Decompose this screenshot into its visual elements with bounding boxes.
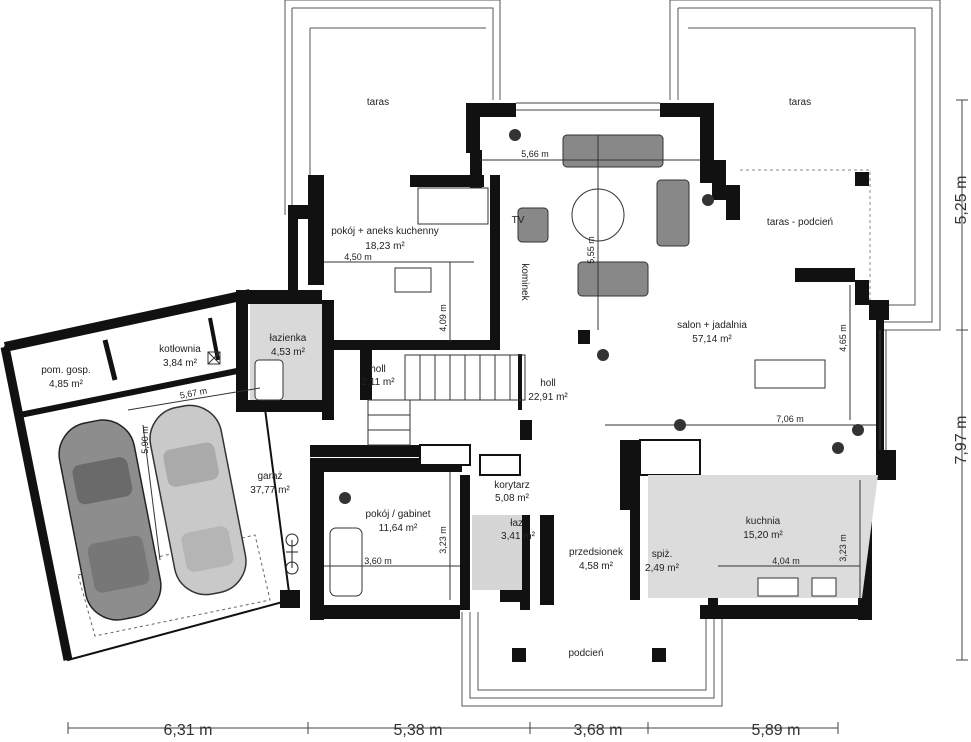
dim-323a: 3,23 m [438,526,448,554]
label-pom-gosp: pom. gosp. [41,365,90,376]
windows [516,102,887,450]
car-light-icon [149,404,247,596]
area-pokoj-aneks: 18,23 m² [365,241,405,252]
columns [512,172,869,662]
label-taras-podcien: taras - podcień [767,217,833,228]
furniture [254,134,837,597]
car-dark-icon [58,419,162,621]
bathroom-floor [472,515,522,590]
terraces [284,0,941,707]
label-pokoj-aneks: pokój + aneks kuchenny [331,226,439,237]
dim-323b: 3,23 m [838,534,848,562]
area-holl-main: 22,91 m² [528,392,568,403]
bicycle-icon [285,533,299,575]
dim-404: 4,04 m [772,556,800,566]
label-holl-small: holl [370,364,386,375]
area-gabinet: 11,64 m² [379,523,418,534]
label-taras-left: taras [367,97,389,108]
label-podcien: podcień [568,648,603,659]
dimension-lines [127,135,876,600]
area-spiz: 2,49 m² [645,563,680,574]
label-kuchnia: kuchnia [746,516,781,527]
area-lazienka: 4,53 m² [271,347,306,358]
label-taras-right: taras [789,97,811,108]
label-lazienka: łazienka [270,333,307,344]
outer-dimension-lines [67,99,968,734]
area-salon: 57,14 m² [692,334,732,345]
outer-dim-bottom-4: 5,89 m [752,722,801,739]
label-tv: TV [512,215,525,226]
outer-dim-bottom-3: 3,68 m [574,722,623,739]
area-kotlownia: 3,84 m² [163,358,198,369]
label-salon: salon + jadalnia [677,320,747,331]
outer-dim-right-bottom: 7,97 m [953,416,970,465]
outer-dim-bottom-1: 6,31 m [164,722,213,739]
area-garaz: 37,77 m² [250,485,290,496]
dim-590: 5,90 m [140,426,150,454]
label-holl-main: holl [540,378,556,389]
label-kotlownia: kotłownia [159,344,201,355]
label-gabinet: pokój / gabinet [365,509,430,520]
area-przedsionek: 4,58 m² [579,561,614,572]
dim-450: 4,50 m [344,252,372,262]
label-przedsionek: przedsionek [569,547,624,558]
stairs [367,354,526,446]
plant-icons [339,129,864,504]
dim-566: 5,66 m [521,149,549,159]
area-laz: 3,41 m² [501,531,536,542]
dim-555: 5,55 m [586,236,596,264]
area-pom-gosp: 4,85 m² [49,379,84,390]
dim-465: 4,65 m [838,324,848,352]
label-kominek: kominek [519,263,530,301]
label-spiz: spiż. [652,549,673,560]
area-holl-small: 2,11 m² [361,377,395,388]
area-korytarz: 5,08 m² [495,493,530,504]
garage-wing [0,289,299,662]
outer-dim-bottom-2: 5,38 m [394,722,443,739]
taras-podcien-outline [740,169,871,300]
label-laz: łaz. [510,518,526,529]
area-kuchnia: 15,20 m² [743,530,783,541]
label-garaz: garaż [257,471,282,482]
dim-706: 7,06 m [776,414,804,424]
label-korytarz: korytarz [494,480,530,491]
dim-409: 4,09 m [438,304,448,332]
dim-360: 3,60 m [364,556,392,566]
kitchen-floor [648,475,878,598]
outer-dim-right-top: 5,25 m [953,176,970,225]
